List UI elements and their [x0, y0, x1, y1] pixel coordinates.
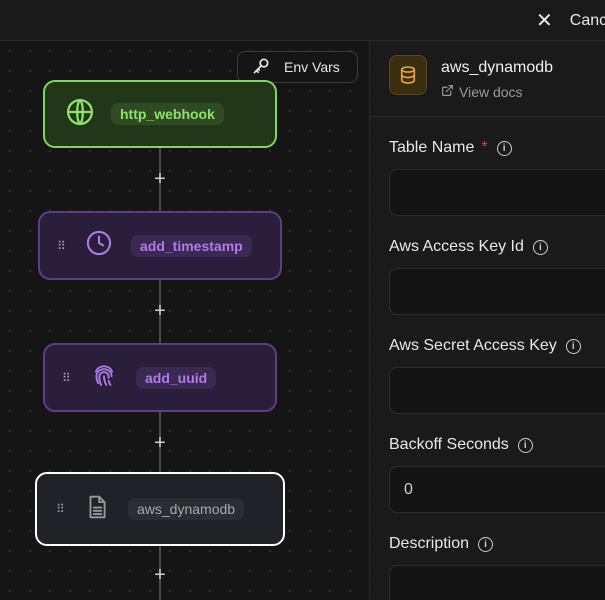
- field-label-access-key-id: Aws Access Key Id i: [389, 238, 548, 256]
- info-icon[interactable]: i: [565, 338, 581, 354]
- secret-access-key-input[interactable]: [389, 367, 605, 414]
- node-label: add_timestamp: [131, 234, 252, 257]
- field-label-table-name: Table Name * i: [389, 139, 512, 157]
- label-text: Table Name: [389, 139, 475, 156]
- add-step-button[interactable]: +: [154, 432, 166, 454]
- add-step-button[interactable]: +: [154, 168, 166, 190]
- description-input[interactable]: [389, 565, 605, 600]
- field-label-description: Description i: [389, 535, 494, 553]
- drag-handle-icon[interactable]: ⠿: [56, 502, 65, 516]
- info-icon[interactable]: i: [478, 536, 494, 552]
- clock-icon: [85, 229, 113, 262]
- info-icon[interactable]: i: [532, 239, 548, 255]
- config-panel: aws_dynamodb View docs Table Name * i Aw…: [369, 41, 605, 600]
- drag-handle-icon[interactable]: ⠿: [57, 238, 66, 253]
- label-text: Aws Access Key Id: [389, 238, 524, 255]
- connector-line: [159, 280, 161, 344]
- info-icon[interactable]: i: [517, 437, 533, 453]
- close-icon: ✕: [536, 9, 553, 32]
- table-name-input[interactable]: [389, 169, 605, 216]
- node-aws-dynamodb[interactable]: ⠿ aws_dynamodb: [35, 472, 285, 546]
- label-text: Aws Secret Access Key: [389, 337, 557, 354]
- connector-line: [159, 412, 161, 476]
- view-docs-label: View docs: [459, 84, 523, 100]
- field-label-secret-access-key: Aws Secret Access Key i: [389, 337, 581, 355]
- view-docs-link[interactable]: View docs: [441, 84, 523, 100]
- connector-line: [159, 148, 161, 212]
- required-asterisk: *: [481, 139, 488, 156]
- globe-icon: [65, 97, 95, 132]
- document-icon: [84, 493, 110, 526]
- node-add-timestamp[interactable]: ⠿ add_timestamp: [38, 211, 282, 280]
- label-text: Description: [389, 535, 470, 552]
- node-add-uuid[interactable]: ⠿ add_uuid: [43, 343, 277, 412]
- drag-handle-icon[interactable]: ⠿: [62, 370, 71, 385]
- label-text: Backoff Seconds: [389, 436, 509, 453]
- node-http-webhook[interactable]: http_webhook: [43, 80, 277, 148]
- access-key-id-input[interactable]: [389, 268, 605, 315]
- node-label: aws_dynamodb: [128, 498, 245, 520]
- top-bar: ✕ Canc: [0, 0, 605, 41]
- panel-header: aws_dynamodb View docs: [370, 41, 605, 117]
- database-icon: [389, 55, 427, 95]
- add-step-button[interactable]: +: [154, 564, 166, 586]
- external-link-icon: [441, 84, 454, 100]
- service-title: aws_dynamodb: [441, 59, 554, 76]
- connector-line: [159, 546, 161, 600]
- env-vars-button[interactable]: Env Vars: [237, 51, 358, 83]
- add-step-button[interactable]: +: [154, 300, 166, 322]
- field-label-backoff-seconds: Backoff Seconds i: [389, 436, 533, 454]
- cancel-button[interactable]: ✕ Canc: [536, 0, 605, 41]
- key-icon: [251, 56, 271, 79]
- backoff-seconds-input[interactable]: [389, 466, 605, 513]
- env-vars-label: Env Vars: [284, 59, 340, 75]
- fingerprint-icon: [90, 361, 118, 394]
- info-icon[interactable]: i: [496, 140, 512, 156]
- node-label: add_uuid: [136, 366, 217, 389]
- node-label: http_webhook: [111, 103, 224, 125]
- cancel-label: Canc: [569, 11, 605, 29]
